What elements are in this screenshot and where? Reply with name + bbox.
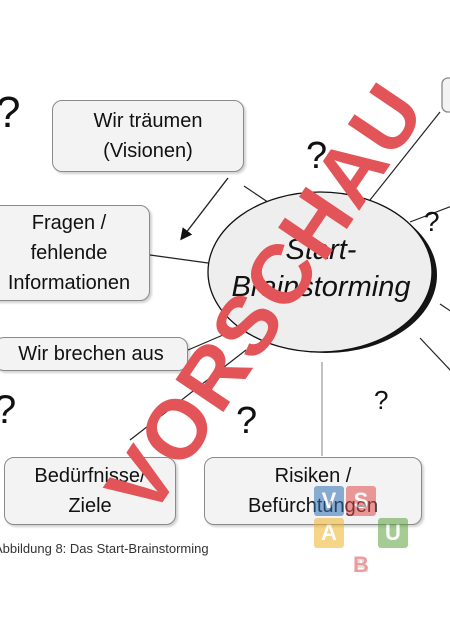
node-top-right-partial: [441, 77, 450, 113]
center-label-line2: Brainstorming: [231, 271, 411, 303]
arrow-fragen: [180, 177, 229, 241]
question-mark: ?: [424, 206, 440, 237]
logo-letter: U: [378, 518, 408, 548]
logo: V S A U A B: [310, 482, 410, 580]
center-label: Start- Brainstorming: [210, 232, 432, 306]
question-mark: ?: [0, 88, 20, 138]
node-fragen: Fragen / fehlende Informationen: [0, 205, 150, 301]
center-ellipse: [207, 191, 433, 353]
question-mark: ?: [236, 400, 258, 442]
connector-beduerfnisse: [129, 349, 247, 441]
connector-fragen: [149, 254, 209, 264]
question-mark: ?: [306, 135, 328, 177]
connector-ausbrechen: [187, 331, 231, 351]
node-ausbrechen: Wir brechen aus: [0, 337, 188, 371]
logo-letter: V: [314, 486, 344, 516]
connector-top-right: [369, 111, 441, 201]
logo-letter: S: [346, 486, 376, 516]
node-visionen: Wir träumen (Visionen): [52, 100, 244, 172]
center-label-line1: Start-: [285, 234, 357, 266]
connector-right-lower: [419, 337, 450, 371]
question-mark: ?: [0, 388, 16, 433]
node-beduerfnisse: Bedürfnisse/ Ziele: [4, 457, 176, 525]
figure-caption: Abbildung 8: Das Start-Brainstorming: [0, 541, 209, 556]
question-mark: ?: [374, 385, 389, 415]
logo-letter: A: [353, 552, 369, 577]
logo-letter: A: [314, 518, 344, 548]
logo-letter: B: [353, 552, 369, 577]
node-risiken: Risiken / Befürchtungen: [204, 457, 422, 525]
connector-right-middle: [439, 303, 450, 312]
connector-right-upper: [409, 206, 450, 223]
